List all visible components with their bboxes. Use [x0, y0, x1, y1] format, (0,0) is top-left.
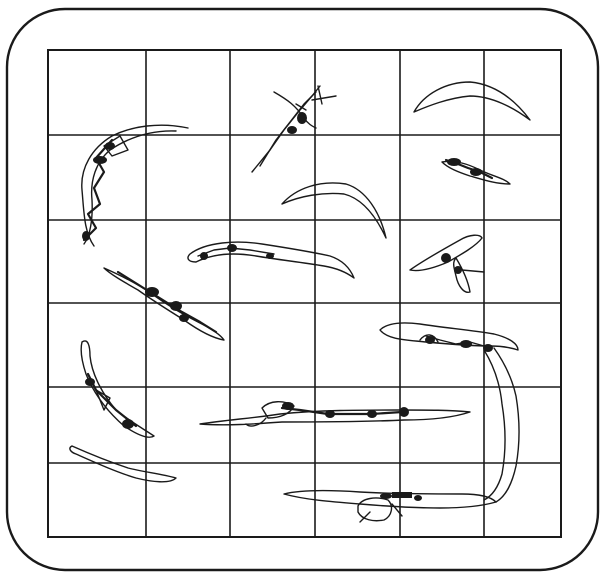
- petri-dish-diagram: [0, 0, 605, 577]
